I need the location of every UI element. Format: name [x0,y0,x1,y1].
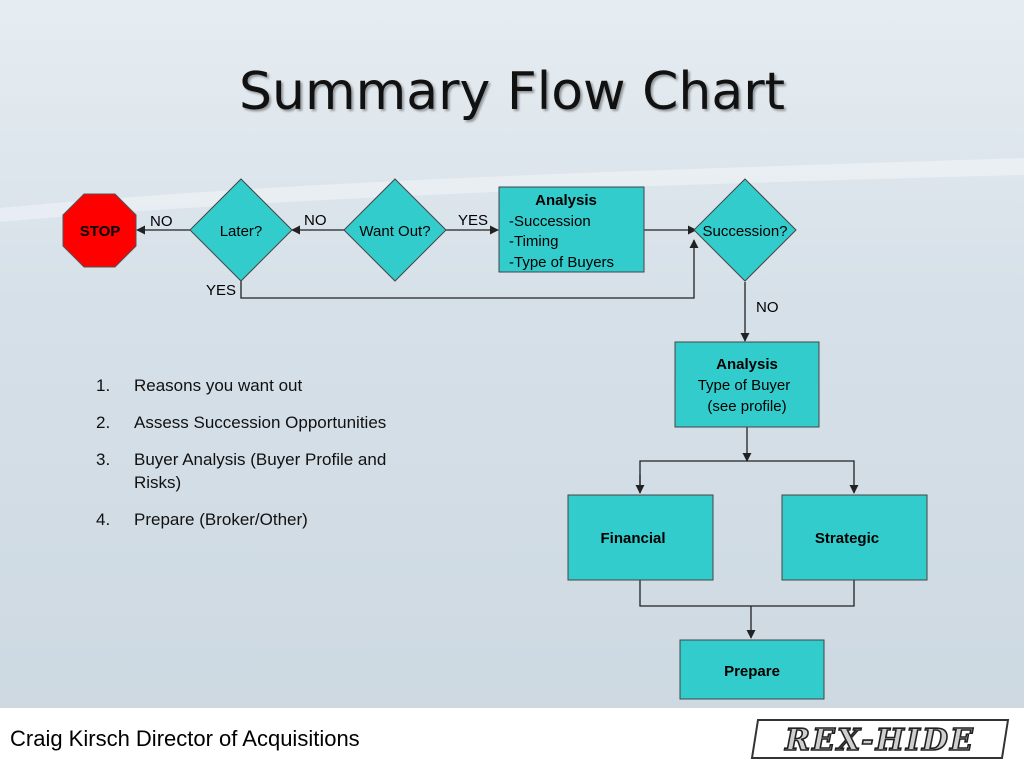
analysis-2-line: (see profile) [707,398,786,415]
edge-label-later-succession: YES [206,282,236,299]
financial-label: Financial [600,530,665,547]
strategic-label: Strategic [815,530,879,547]
succession-decision: Succession? [693,178,797,282]
list-item: 2.Assess Succession Opportunities [96,413,387,432]
list-item: 3.Buyer Analysis (Buyer Profile and Risk… [96,450,387,492]
analysis-1-line: -Succession [509,213,591,230]
financial-box: Financial [567,494,714,581]
edge-later-to-succession [240,239,699,299]
edge-split-to-strategic [639,460,859,494]
rex-hide-logo: REX-HIDE [750,719,1010,759]
page-title: Summary Flow Chart [239,62,785,122]
analysis-1-line: -Type of Buyers [509,254,614,271]
strategic-box: Strategic [781,494,928,581]
edge-label-wantout-later: NO [304,212,327,229]
steps-list: 1.Reasons you want out 2.Assess Successi… [96,374,436,545]
analysis-2-line: Type of Buyer [698,377,791,394]
stop-node: STOP [62,193,137,268]
flow-chart: NO NO YES YES NO STOP Later? Want Out? A… [62,178,928,700]
edge-label-succession-analysis2: NO [756,299,779,316]
analysis-1-heading: Analysis [535,192,597,209]
analysis-box-2: Analysis Type of Buyer (see profile) [674,341,820,428]
analysis-box-1: Analysis -Succession -Timing -Type of Bu… [498,186,645,273]
prepare-box: Prepare [679,639,825,700]
footer: Craig Kirsch Director of Acquisitions RE… [0,708,1024,768]
stop-label: STOP [80,223,121,240]
later-label: Later? [220,223,263,240]
analysis-1-line: -Timing [509,233,558,250]
svg-text:REX-HIDE: REX-HIDE [784,723,975,758]
edge-label-wantout-analysis: YES [458,212,488,229]
edge-merge [639,580,855,607]
prepare-label: Prepare [724,663,780,680]
list-item: 4.Prepare (Broker/Other) [96,510,308,529]
want-out-decision: Want Out? [343,178,447,282]
connectors [136,225,859,639]
list-item: 1.Reasons you want out [96,376,303,395]
footer-text: Craig Kirsch Director of Acquisitions [10,726,360,751]
analysis-2-heading: Analysis [716,356,778,373]
edge-label-later-stop: NO [150,213,173,230]
want-out-label: Want Out? [359,223,430,240]
later-decision: Later? [189,178,293,282]
succession-label: Succession? [702,223,787,240]
